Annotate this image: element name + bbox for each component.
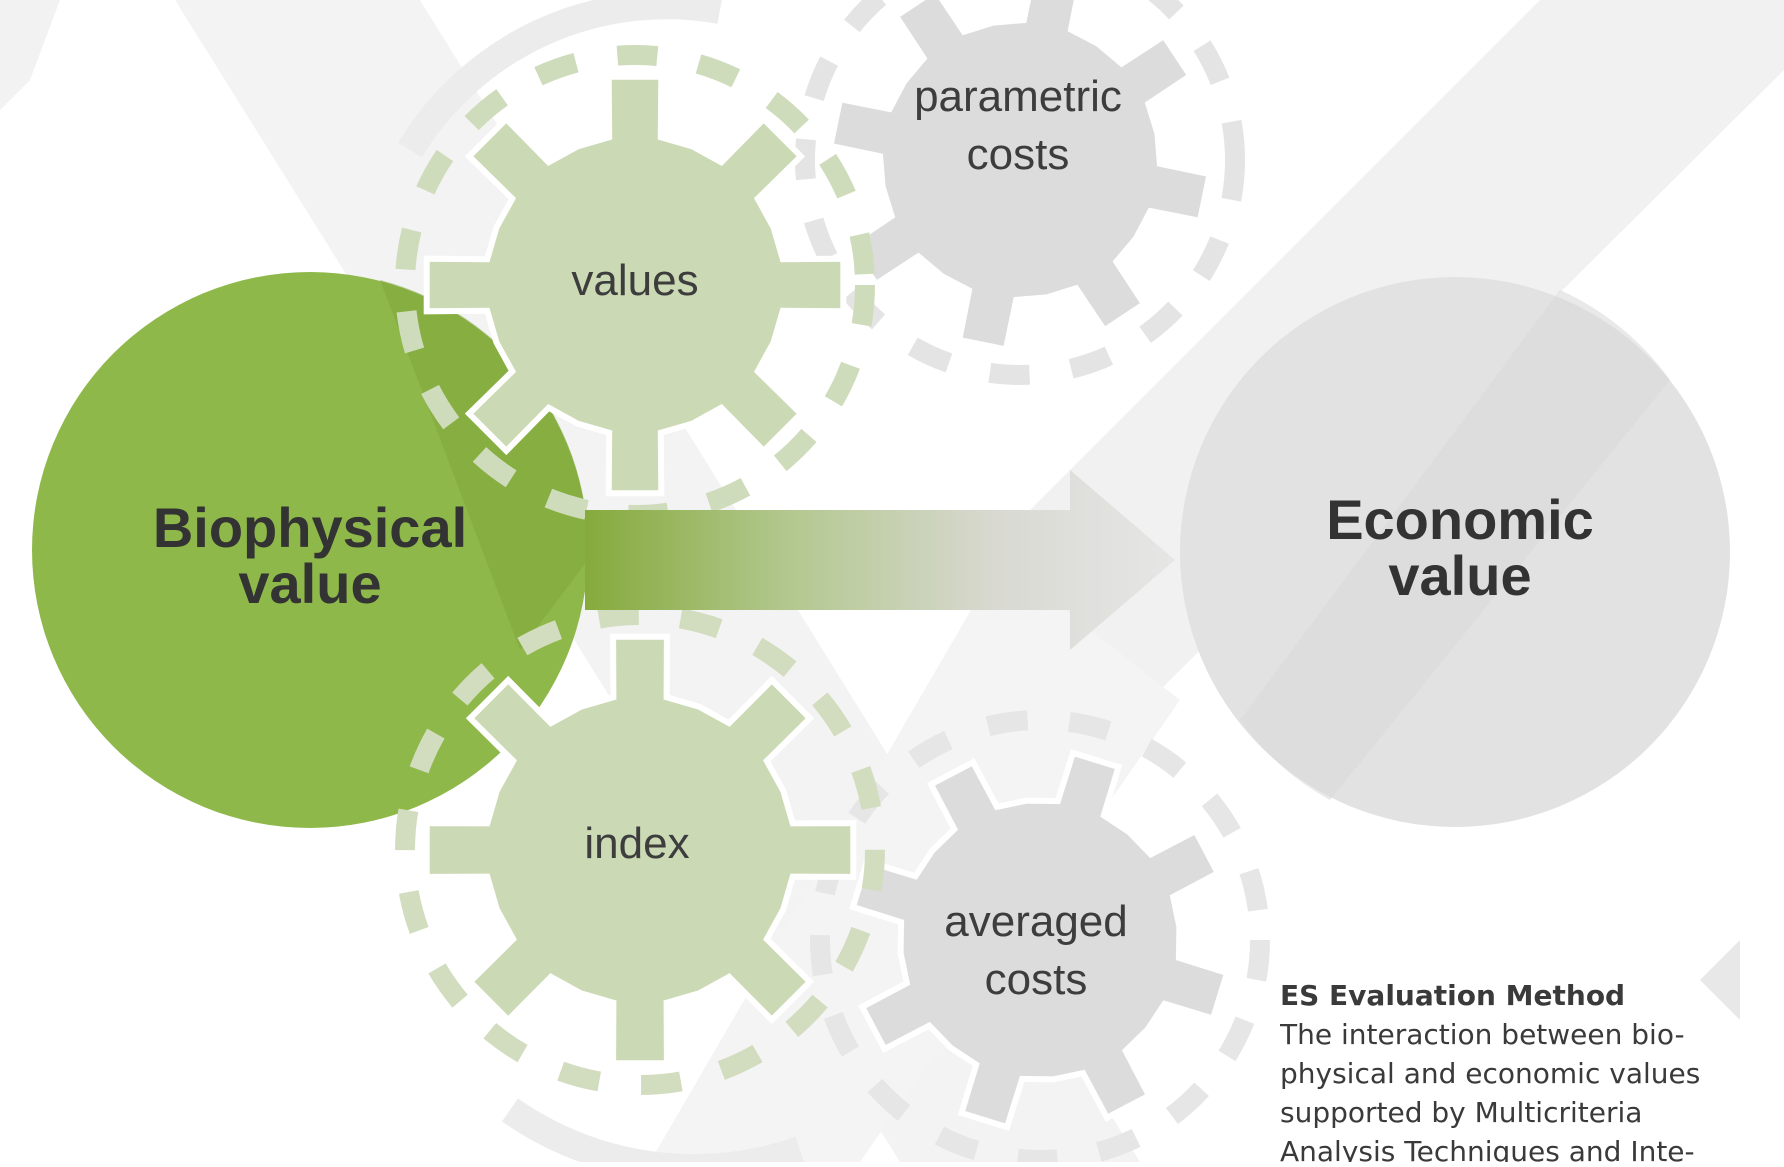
economic-value-label: Economic value: [1290, 492, 1630, 604]
gear-values-label: values: [505, 252, 765, 310]
flow-arrow: [585, 470, 1175, 650]
gear-parametric-dash-ring: [795, 0, 1245, 385]
economic-label-line1: Economic: [1326, 488, 1594, 551]
gear-index-dash-ring: [395, 605, 885, 1095]
gear-values-text: values: [571, 256, 699, 305]
biophysical-value-label: Biophysical value: [140, 500, 480, 612]
gear-parametric-body: [826, 0, 1214, 354]
gear-averaged-label: averaged costs: [886, 893, 1186, 1009]
biophysical-label-line1: Biophysical: [152, 496, 468, 559]
gear-parametric-label: parametric costs: [868, 68, 1168, 184]
gear-averaged-costs: [810, 710, 1270, 1167]
caption-body: The interaction between bio-physical and…: [1280, 1018, 1701, 1162]
gear-parametric-text-line2: costs: [966, 130, 1070, 179]
gear-averaged-text-line1: averaged: [944, 897, 1128, 946]
caption-title: ES Evaluation Method: [1280, 979, 1626, 1012]
gear-index-text: index: [584, 819, 690, 868]
caption: ES Evaluation Method The interaction bet…: [1280, 976, 1760, 1162]
gear-values-body: [423, 73, 847, 497]
gear-averaged-body: [849, 749, 1231, 1131]
economic-value-shade: [1240, 290, 1670, 800]
gear-index: [395, 605, 885, 1095]
gear-parametric-costs: [795, 0, 1245, 385]
gear-averaged-dash-ring: [810, 710, 1270, 1167]
biophysical-label-line2: value: [238, 552, 382, 615]
gear-index-body: [423, 633, 857, 1067]
gear-averaged-text-line2: costs: [984, 955, 1088, 1004]
economic-label-line2: value: [1388, 544, 1532, 607]
gear-index-label: index: [507, 815, 767, 873]
gear-parametric-text-line1: parametric: [914, 72, 1122, 121]
